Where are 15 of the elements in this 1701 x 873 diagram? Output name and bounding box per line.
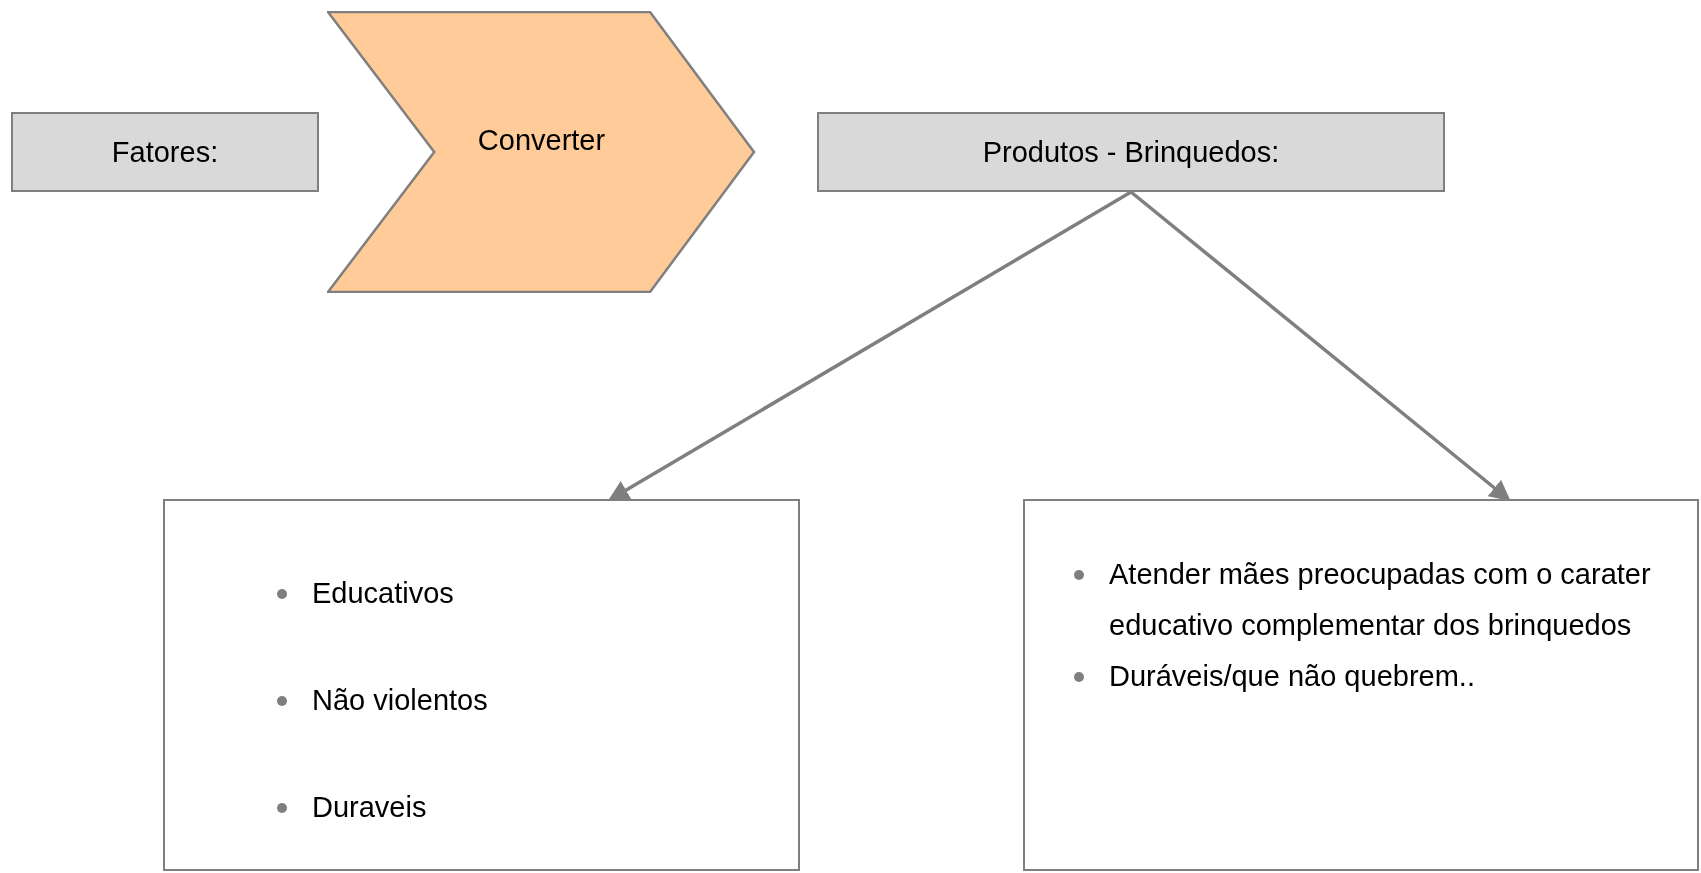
label-box xyxy=(817,112,1445,192)
list-box xyxy=(1023,499,1699,871)
bullet-text: Duraveis xyxy=(312,791,427,823)
box-label: Produtos - Brinquedos: xyxy=(982,135,1280,169)
bullet-text: Educativos xyxy=(312,577,454,609)
chevron-shape xyxy=(327,11,756,293)
bullet-text: Atender mães preocupadas com o carater educativo complementar dos brinquedos xyxy=(1109,558,1651,641)
list-box xyxy=(163,499,800,871)
box-label: Fatores: xyxy=(111,135,219,169)
arrow xyxy=(608,190,1132,501)
step-label: Converter xyxy=(476,124,607,157)
label-box xyxy=(11,112,319,192)
bullet-text: Duráveis/que não quebrem.. xyxy=(1109,660,1475,692)
bullet-text: Não violentos xyxy=(312,684,488,716)
arrow xyxy=(1129,190,1511,502)
